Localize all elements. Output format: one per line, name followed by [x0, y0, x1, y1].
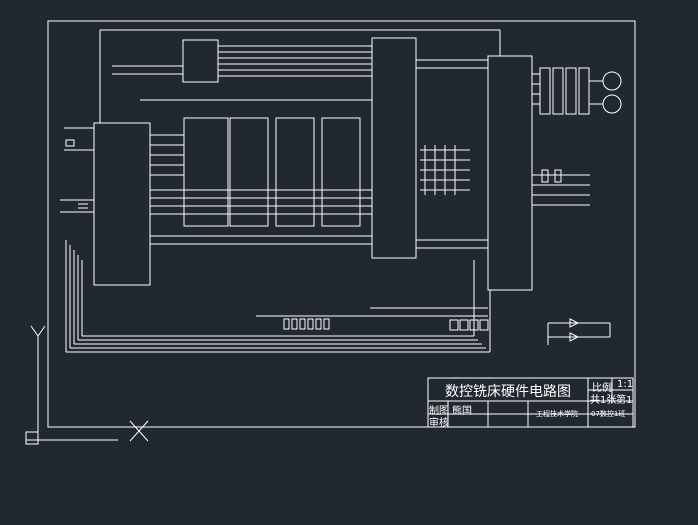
- display-block: [449, 319, 489, 331]
- ram-chip-2: [275, 117, 315, 227]
- drawn-label: 制图: [429, 406, 449, 417]
- keypad-switches: [420, 145, 470, 195]
- bus-lines: [99, 29, 603, 249]
- pio-chip-2: [487, 55, 533, 291]
- title-block: [427, 377, 634, 428]
- cpu-chip: [93, 122, 151, 286]
- eprom-chip: [183, 117, 229, 227]
- ucs-icon: [25, 325, 118, 445]
- scale-label: 比例: [592, 383, 612, 394]
- latch-chip-top: [182, 39, 219, 83]
- crystal-reset: [60, 127, 94, 213]
- drawing-title: 数控铣床硬件电路图: [445, 384, 571, 400]
- org-text: 工程技术学院: [536, 410, 578, 418]
- check-label: 审核: [429, 418, 449, 429]
- stepper-drivers: [539, 67, 622, 115]
- scale-value: 1:1: [617, 379, 634, 390]
- pio-chip-1: [371, 37, 417, 259]
- outer-border: [47, 20, 636, 428]
- sheet-label: 共1张: [590, 395, 617, 406]
- opto-circuit: [532, 169, 611, 345]
- drawn-name: 熊国: [452, 406, 472, 417]
- ram-chip-3: [321, 117, 361, 227]
- resistor-array: [283, 318, 330, 330]
- class-text: 07数控1班: [591, 410, 626, 418]
- ram-chip-1: [229, 117, 269, 227]
- cursor-crosshair: [129, 420, 149, 442]
- lower-bus: [65, 240, 491, 353]
- sheet-value: 第1: [616, 395, 633, 406]
